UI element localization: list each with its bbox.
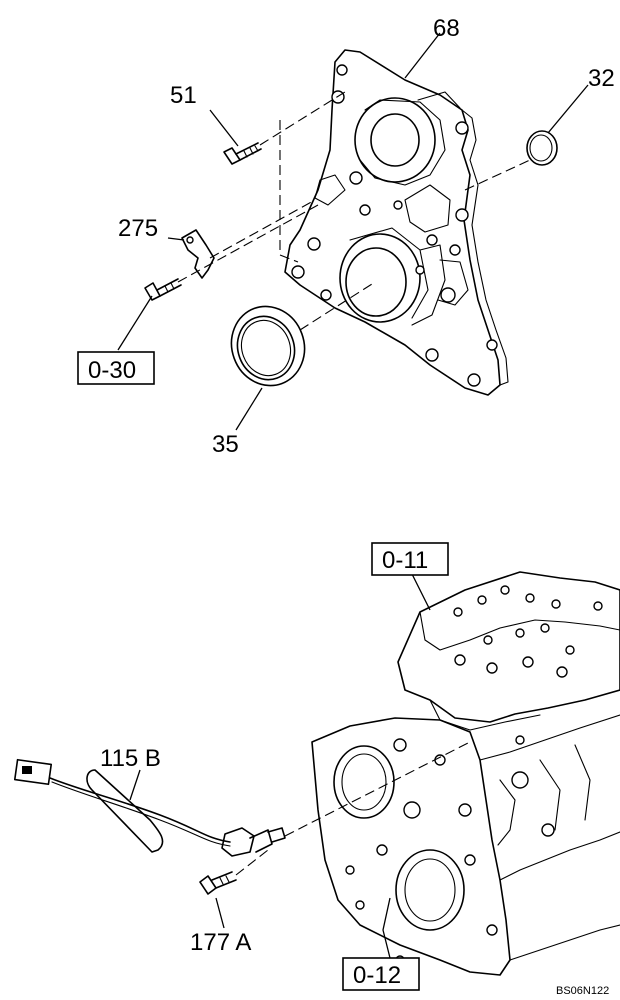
callout-35: 35 xyxy=(212,431,239,458)
ref-label-0-30: 0-30 xyxy=(88,357,136,384)
callout-275: 275 xyxy=(118,215,158,242)
sensor-115b-icon xyxy=(13,758,286,857)
ref-label-0-11: 0-11 xyxy=(382,547,428,574)
gear-case-cover xyxy=(284,49,509,396)
bracket-275-icon xyxy=(181,229,215,279)
callout-115b: 115 B xyxy=(100,745,161,772)
cylinder-block xyxy=(311,571,620,976)
o-ring-32-icon xyxy=(526,130,558,166)
bolt-177a-icon xyxy=(199,871,237,895)
ref-box-0-30[interactable]: 0-30 xyxy=(77,351,155,385)
drawing-code: BS06N122 xyxy=(556,985,609,997)
callout-51: 51 xyxy=(170,82,197,109)
ref-box-0-12[interactable]: 0-12 xyxy=(342,957,420,991)
callout-68: 68 xyxy=(433,15,460,42)
bolt-51-icon xyxy=(223,142,262,165)
oil-seal-35-icon xyxy=(230,305,306,387)
bolt-275-icon xyxy=(144,278,182,301)
callout-32: 32 xyxy=(588,65,615,92)
ref-box-0-11[interactable]: 0-11 xyxy=(371,542,449,576)
ref-label-0-12: 0-12 xyxy=(353,962,401,989)
callout-177a: 177 A xyxy=(190,929,251,956)
